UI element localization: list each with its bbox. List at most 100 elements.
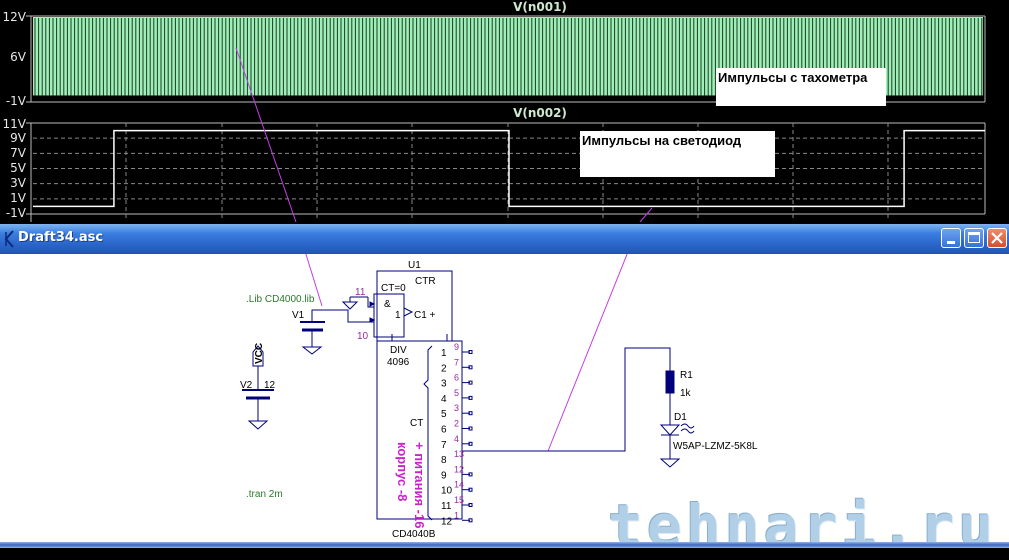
pane2-ylabel: 5V (10, 161, 26, 175)
u1-output-pin-number: 15 (454, 495, 464, 505)
u1-output-q-label: 9 (441, 470, 447, 481)
pane2-ylabel: -1V (5, 206, 26, 220)
u1-power-note: + питания -16 (412, 442, 427, 528)
pin-terminal (468, 426, 473, 431)
u1-output-pin-number: 12 (454, 464, 464, 474)
pane2-ylabel: 1V (10, 191, 26, 205)
u1-and-label: & (384, 299, 391, 310)
pin-terminal (468, 472, 473, 477)
schematic-canvas[interactable]: tehnari.ru (0, 254, 1009, 560)
pane2-frame (26, 122, 986, 222)
window-bottom-border (0, 542, 1009, 548)
waveform-viewer: V(n001) 12V 6V -1V V(n002) 11V 9V 7V 5V … (0, 0, 1009, 222)
v1-ref: V1 (292, 310, 305, 321)
u1-output-q-label: 5 (441, 409, 447, 420)
pin-terminal (468, 441, 473, 446)
maximize-button[interactable] (964, 228, 984, 248)
pane2-ylabel: 9V (10, 131, 26, 145)
maximize-icon (968, 232, 980, 243)
ground-symbol (341, 301, 359, 310)
pin-terminal (468, 350, 473, 354)
waveform-plot (26, 15, 986, 222)
pane1-trace (33, 17, 983, 96)
u1-output-q-label: 8 (441, 455, 447, 466)
window-titlebar[interactable]: Draft34.asc (0, 224, 1009, 254)
u1-ct-label: CT (410, 418, 423, 429)
u1-one-label: 1 (395, 310, 401, 321)
d1-value: W5AP-LZMZ-5K8L (673, 441, 758, 452)
pane2-title: V(n002) (513, 106, 567, 120)
tran-directive: .tran 2m (246, 489, 283, 500)
u1-div-label: DIV (390, 345, 407, 356)
annotation-led: Импульсы на светодиод (580, 131, 775, 177)
vcc-flag (252, 345, 264, 367)
wire-ct0 (349, 296, 374, 308)
u1-output-pin-number: 7 (454, 357, 459, 367)
pane2-trace (33, 129, 985, 208)
pane1-title: V(n001) (513, 0, 567, 14)
u1-output-q-label: 2 (441, 363, 447, 374)
pane2-ylabel: 11V (2, 117, 26, 131)
led-emission-icon (680, 423, 695, 434)
close-icon (991, 232, 1003, 244)
pane2-ylabel: 3V (10, 176, 26, 190)
pin-terminal (468, 503, 473, 507)
pane1-ylabel-bottom: -1V (5, 94, 26, 108)
annotation-pointer-line (639, 207, 653, 222)
u1-part-name: CD4040B (392, 529, 436, 540)
u1-output-pins (462, 350, 473, 523)
annotation-tachometer: Импульсы с тахометра (716, 68, 886, 106)
pane1-ylabel-top: 12V (2, 10, 26, 24)
u1-output-q-label: 12 (441, 516, 453, 527)
ltspice-app-icon (4, 230, 14, 248)
lib-directive: .Lib CD4000.lib (246, 294, 315, 305)
d1-led (659, 424, 681, 436)
pin-terminal (468, 411, 473, 416)
vcc-label: VCC (254, 343, 265, 364)
u1-c1-label: C1 + (414, 310, 436, 321)
u1-output-pin-number: 4 (454, 434, 459, 444)
u1-output-pin-number: 3 (454, 403, 459, 413)
pin-terminal (468, 518, 473, 523)
ground-symbol (301, 346, 323, 355)
ground-symbol (247, 420, 269, 430)
r1-ref: R1 (680, 370, 693, 381)
u1-pin10: 10 (357, 331, 369, 342)
u1-clock-triangle (403, 307, 414, 317)
pane1-ylabel-mid: 6V (10, 50, 26, 64)
wire-clock-in (311, 309, 374, 323)
close-button[interactable] (987, 228, 1007, 248)
u1-output-pin-number: 14 (454, 480, 464, 490)
u1-pin11: 11 (355, 287, 366, 298)
u1-output-q-label: 7 (441, 440, 447, 451)
pin-terminal (468, 380, 473, 385)
pin-terminal (468, 487, 473, 492)
u1-ctr-label: CTR (415, 276, 436, 287)
minimize-button[interactable] (941, 228, 961, 248)
u1-brace (423, 345, 433, 521)
schematic-window: Draft34.asc tehnari.ru (0, 224, 1009, 560)
annotation-pointer-line (547, 254, 628, 452)
u1-output-pin-number: 6 (454, 373, 459, 383)
u1-output-q-label: 10 (441, 486, 453, 497)
wire-q8-to-r1 (462, 347, 671, 452)
u1-ground-note: корпус -8 (395, 442, 410, 501)
u1-output-q-label: 6 (441, 425, 447, 436)
u1-output-q-label: 4 (441, 394, 447, 405)
d1-ref: D1 (674, 412, 687, 423)
u1-output-q-label: 3 (441, 379, 447, 390)
v2-ref: V2 (240, 380, 253, 391)
u1-output-q-label: 11 (441, 501, 452, 512)
u1-output-q-label: 1 (441, 348, 447, 359)
u1-output-pin-number: 9 (454, 342, 459, 352)
u1-output-pin-number: 13 (454, 449, 464, 459)
u1-div-value: 4096 (387, 357, 410, 368)
u1-output-pin-number: 5 (454, 388, 459, 398)
pane2-ylabel: 7V (10, 146, 26, 160)
pin-terminal (468, 365, 473, 370)
pin-terminal (468, 395, 473, 400)
ground-symbol (659, 458, 681, 468)
r1-value: 1k (680, 388, 692, 399)
window-title: Draft34.asc (18, 230, 104, 245)
u1-ref: U1 (408, 260, 421, 271)
